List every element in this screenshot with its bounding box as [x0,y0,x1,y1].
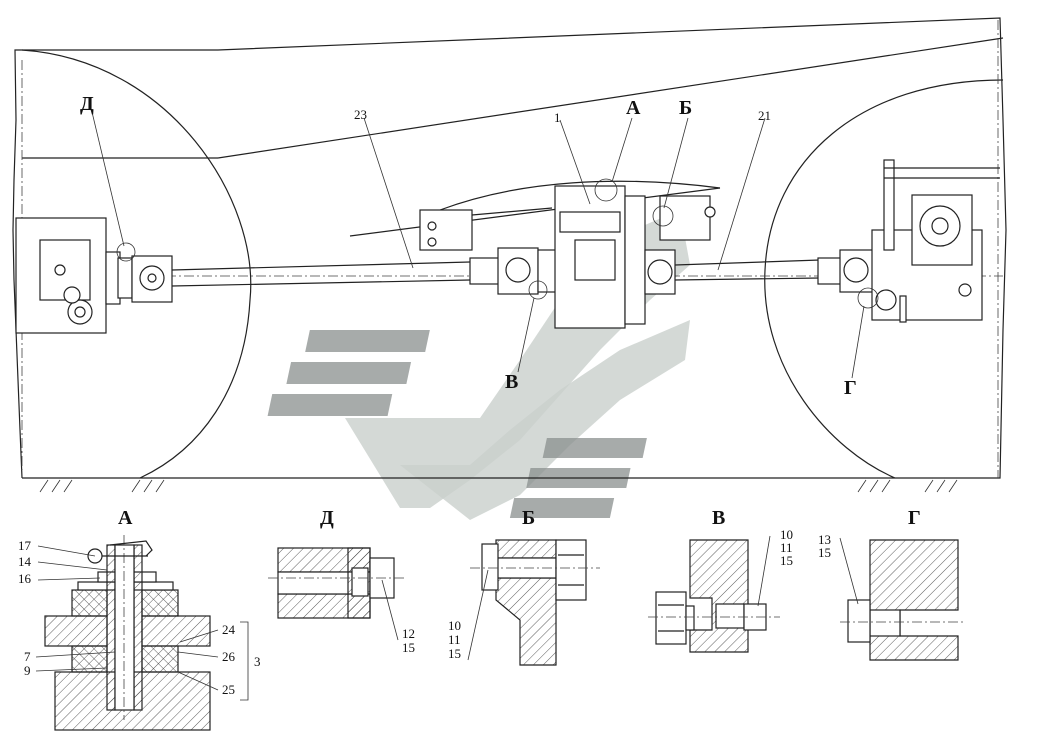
detail-D-label-12: 12 [402,626,415,641]
detail-A-label-9: 9 [24,663,31,678]
detail-A-label-25: 25 [222,682,235,697]
detail-A-label-7: 7 [24,649,31,664]
detail-V-label-11: 11 [780,540,793,555]
detail-A-label-17: 17 [18,538,32,553]
detail-A-label-16: 16 [18,571,32,586]
callout-23: 23 [354,107,367,122]
detail-B-label-15: 15 [448,646,461,661]
detail-V-label-10: 10 [780,527,793,542]
callout-D: Д [80,93,94,115]
callout-V: В [505,371,518,393]
detail-V-title: В [712,507,725,529]
detail-G-label-13: 13 [818,532,831,547]
detail-A-label-26: 26 [222,649,236,664]
detail-B: Б 10 11 15 [448,507,600,666]
detail-D-title: Д [320,507,334,529]
detail-A-label-14: 14 [18,554,32,569]
callout-1: 1 [554,110,561,125]
detail-A-label-3: 3 [254,654,261,669]
callout-G: Г [844,377,857,399]
detail-B-title: Б [522,507,535,529]
detail-G-title: Г [908,507,921,529]
detail-V: В 10 11 15 [648,507,793,653]
detail-D: Д 12 15 [268,507,415,655]
detail-A-label-24: 24 [222,622,236,637]
detail-D-label-15: 15 [402,640,415,655]
detail-V-label-15: 15 [780,553,793,568]
detail-G: Г 13 15 [818,507,965,661]
detail-B-label-10: 10 [448,618,461,633]
detail-A: А 17 14 16 7 9 24 2 [18,507,261,731]
callout-21: 21 [758,108,771,123]
callout-A: А [626,97,641,119]
main-view: Д 23 1 А Б 21 В Г [12,17,1007,493]
callout-B: Б [679,97,692,119]
detail-A-title: А [118,507,133,529]
detail-B-label-11: 11 [448,632,461,647]
detail-G-label-15: 15 [818,545,831,560]
